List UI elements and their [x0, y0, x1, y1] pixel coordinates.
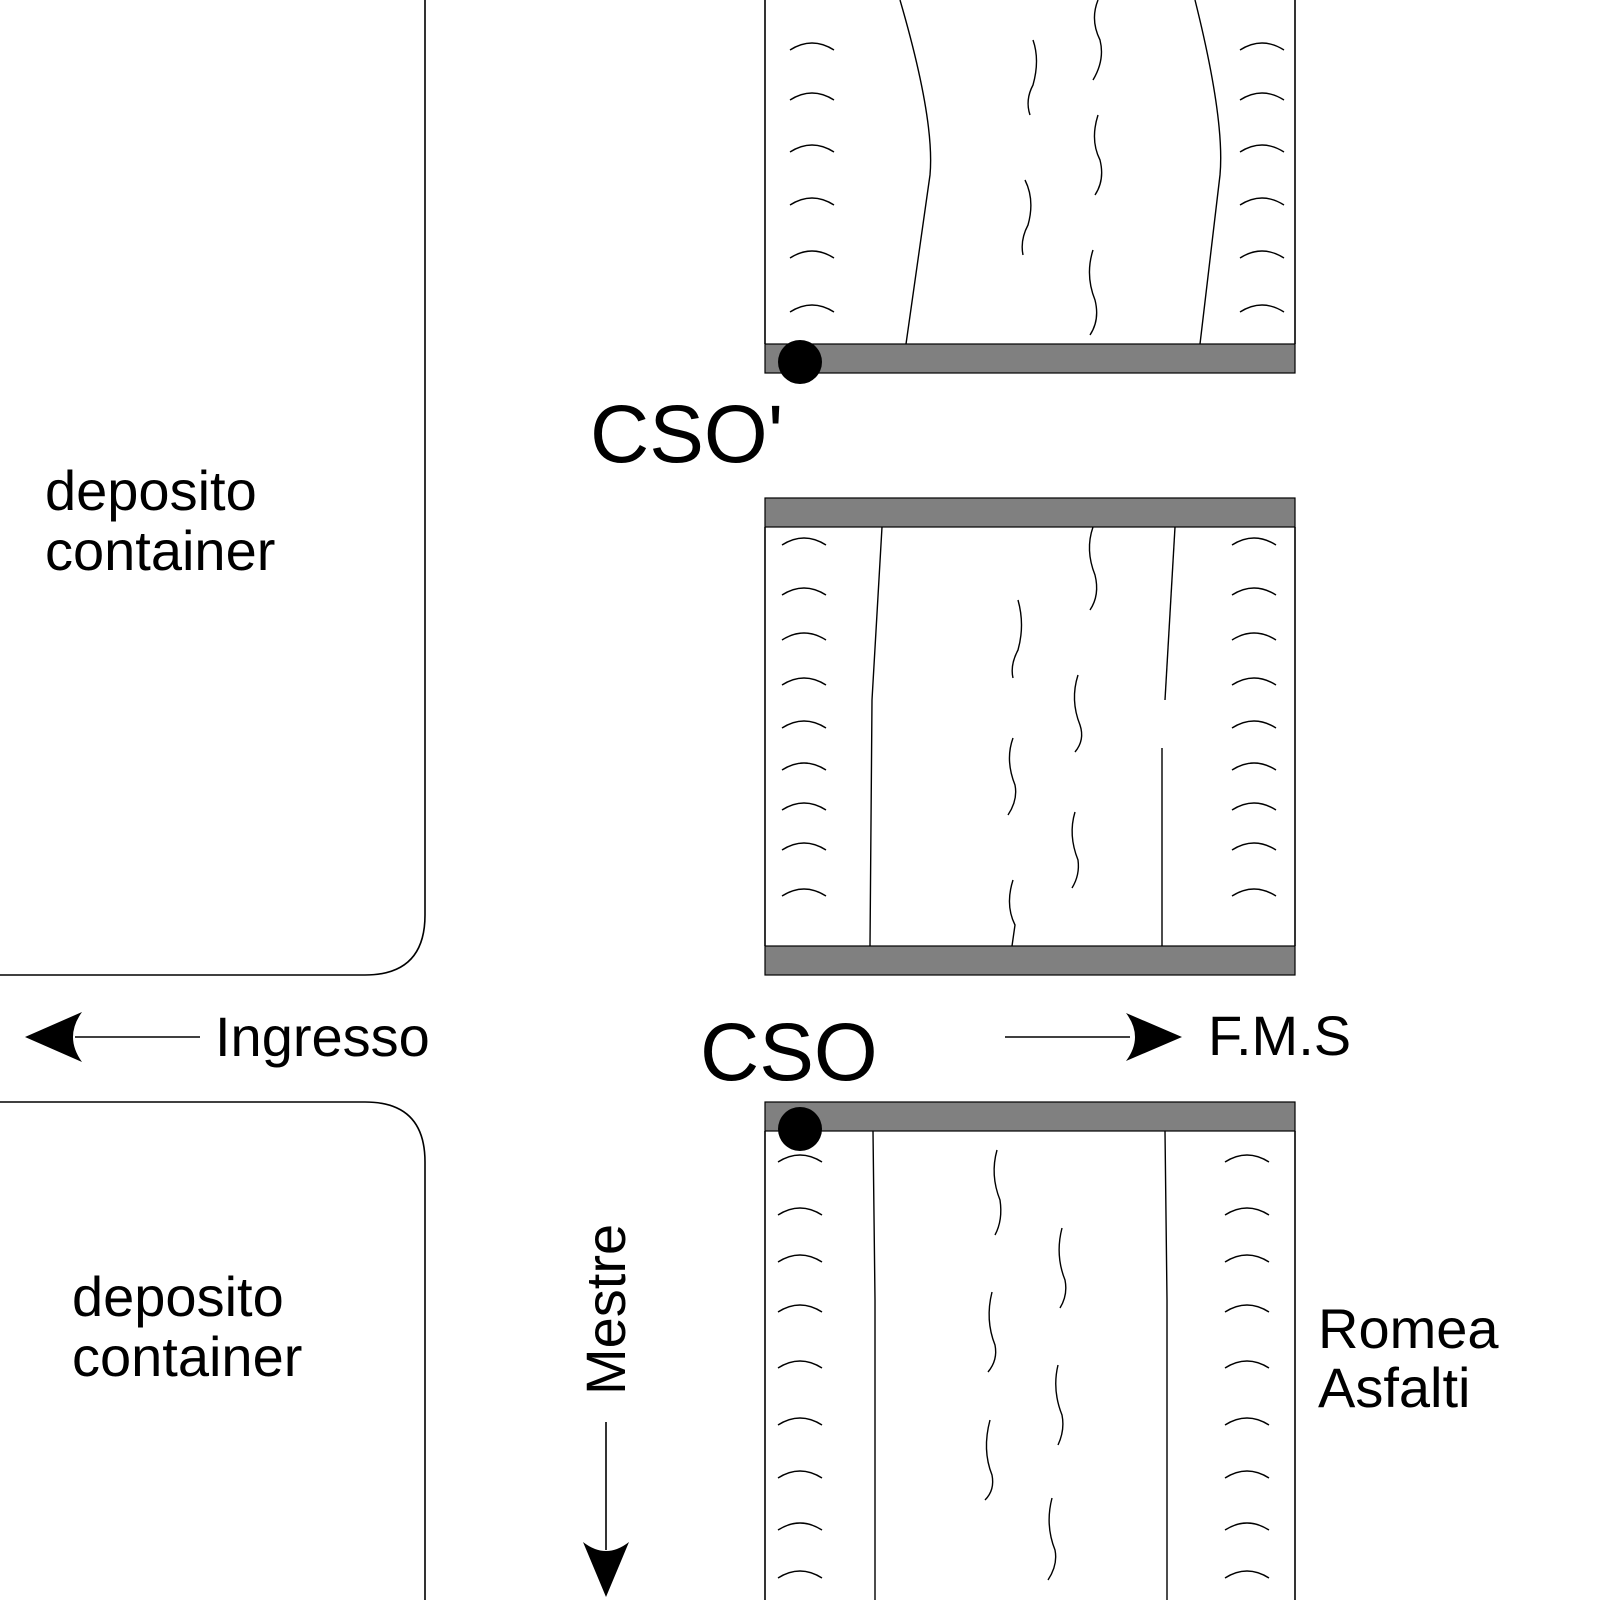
cso-point-bottom	[778, 1107, 822, 1151]
label-deposito-top-line1: deposito	[45, 459, 257, 522]
label-deposito-bottom-line1: deposito	[72, 1265, 284, 1328]
depot-boundary-top	[0, 0, 426, 976]
label-mestre: Mestre	[574, 1224, 637, 1395]
cso-point-top	[778, 340, 822, 384]
arrow-fms-right	[1005, 1013, 1182, 1061]
label-deposito-top-line2: container	[45, 519, 275, 582]
building-block-top	[764, 0, 1296, 374]
label-ingresso: Ingresso	[215, 1005, 430, 1068]
sill-bottom-top	[764, 1101, 1296, 1132]
label-cso-bottom: CSO	[700, 1007, 878, 1098]
building-block-middle	[764, 497, 1296, 976]
label-romea-line2: Asfalti	[1318, 1356, 1471, 1419]
label-fms: F.M.S	[1208, 1004, 1351, 1067]
sill-top-bottom	[764, 343, 1296, 374]
arrow-mestre-down	[583, 1422, 629, 1597]
label-deposito-bottom-line2: container	[72, 1325, 302, 1388]
sill-middle-top	[764, 497, 1296, 528]
building-block-bottom	[764, 1101, 1296, 1600]
depot-boundary-bottom	[0, 1101, 426, 1600]
label-romea-line1: Romea	[1318, 1297, 1499, 1360]
sill-middle-bottom	[764, 945, 1296, 976]
arrow-ingresso-left	[25, 1012, 200, 1062]
label-cso-top: CSO'	[590, 389, 783, 480]
